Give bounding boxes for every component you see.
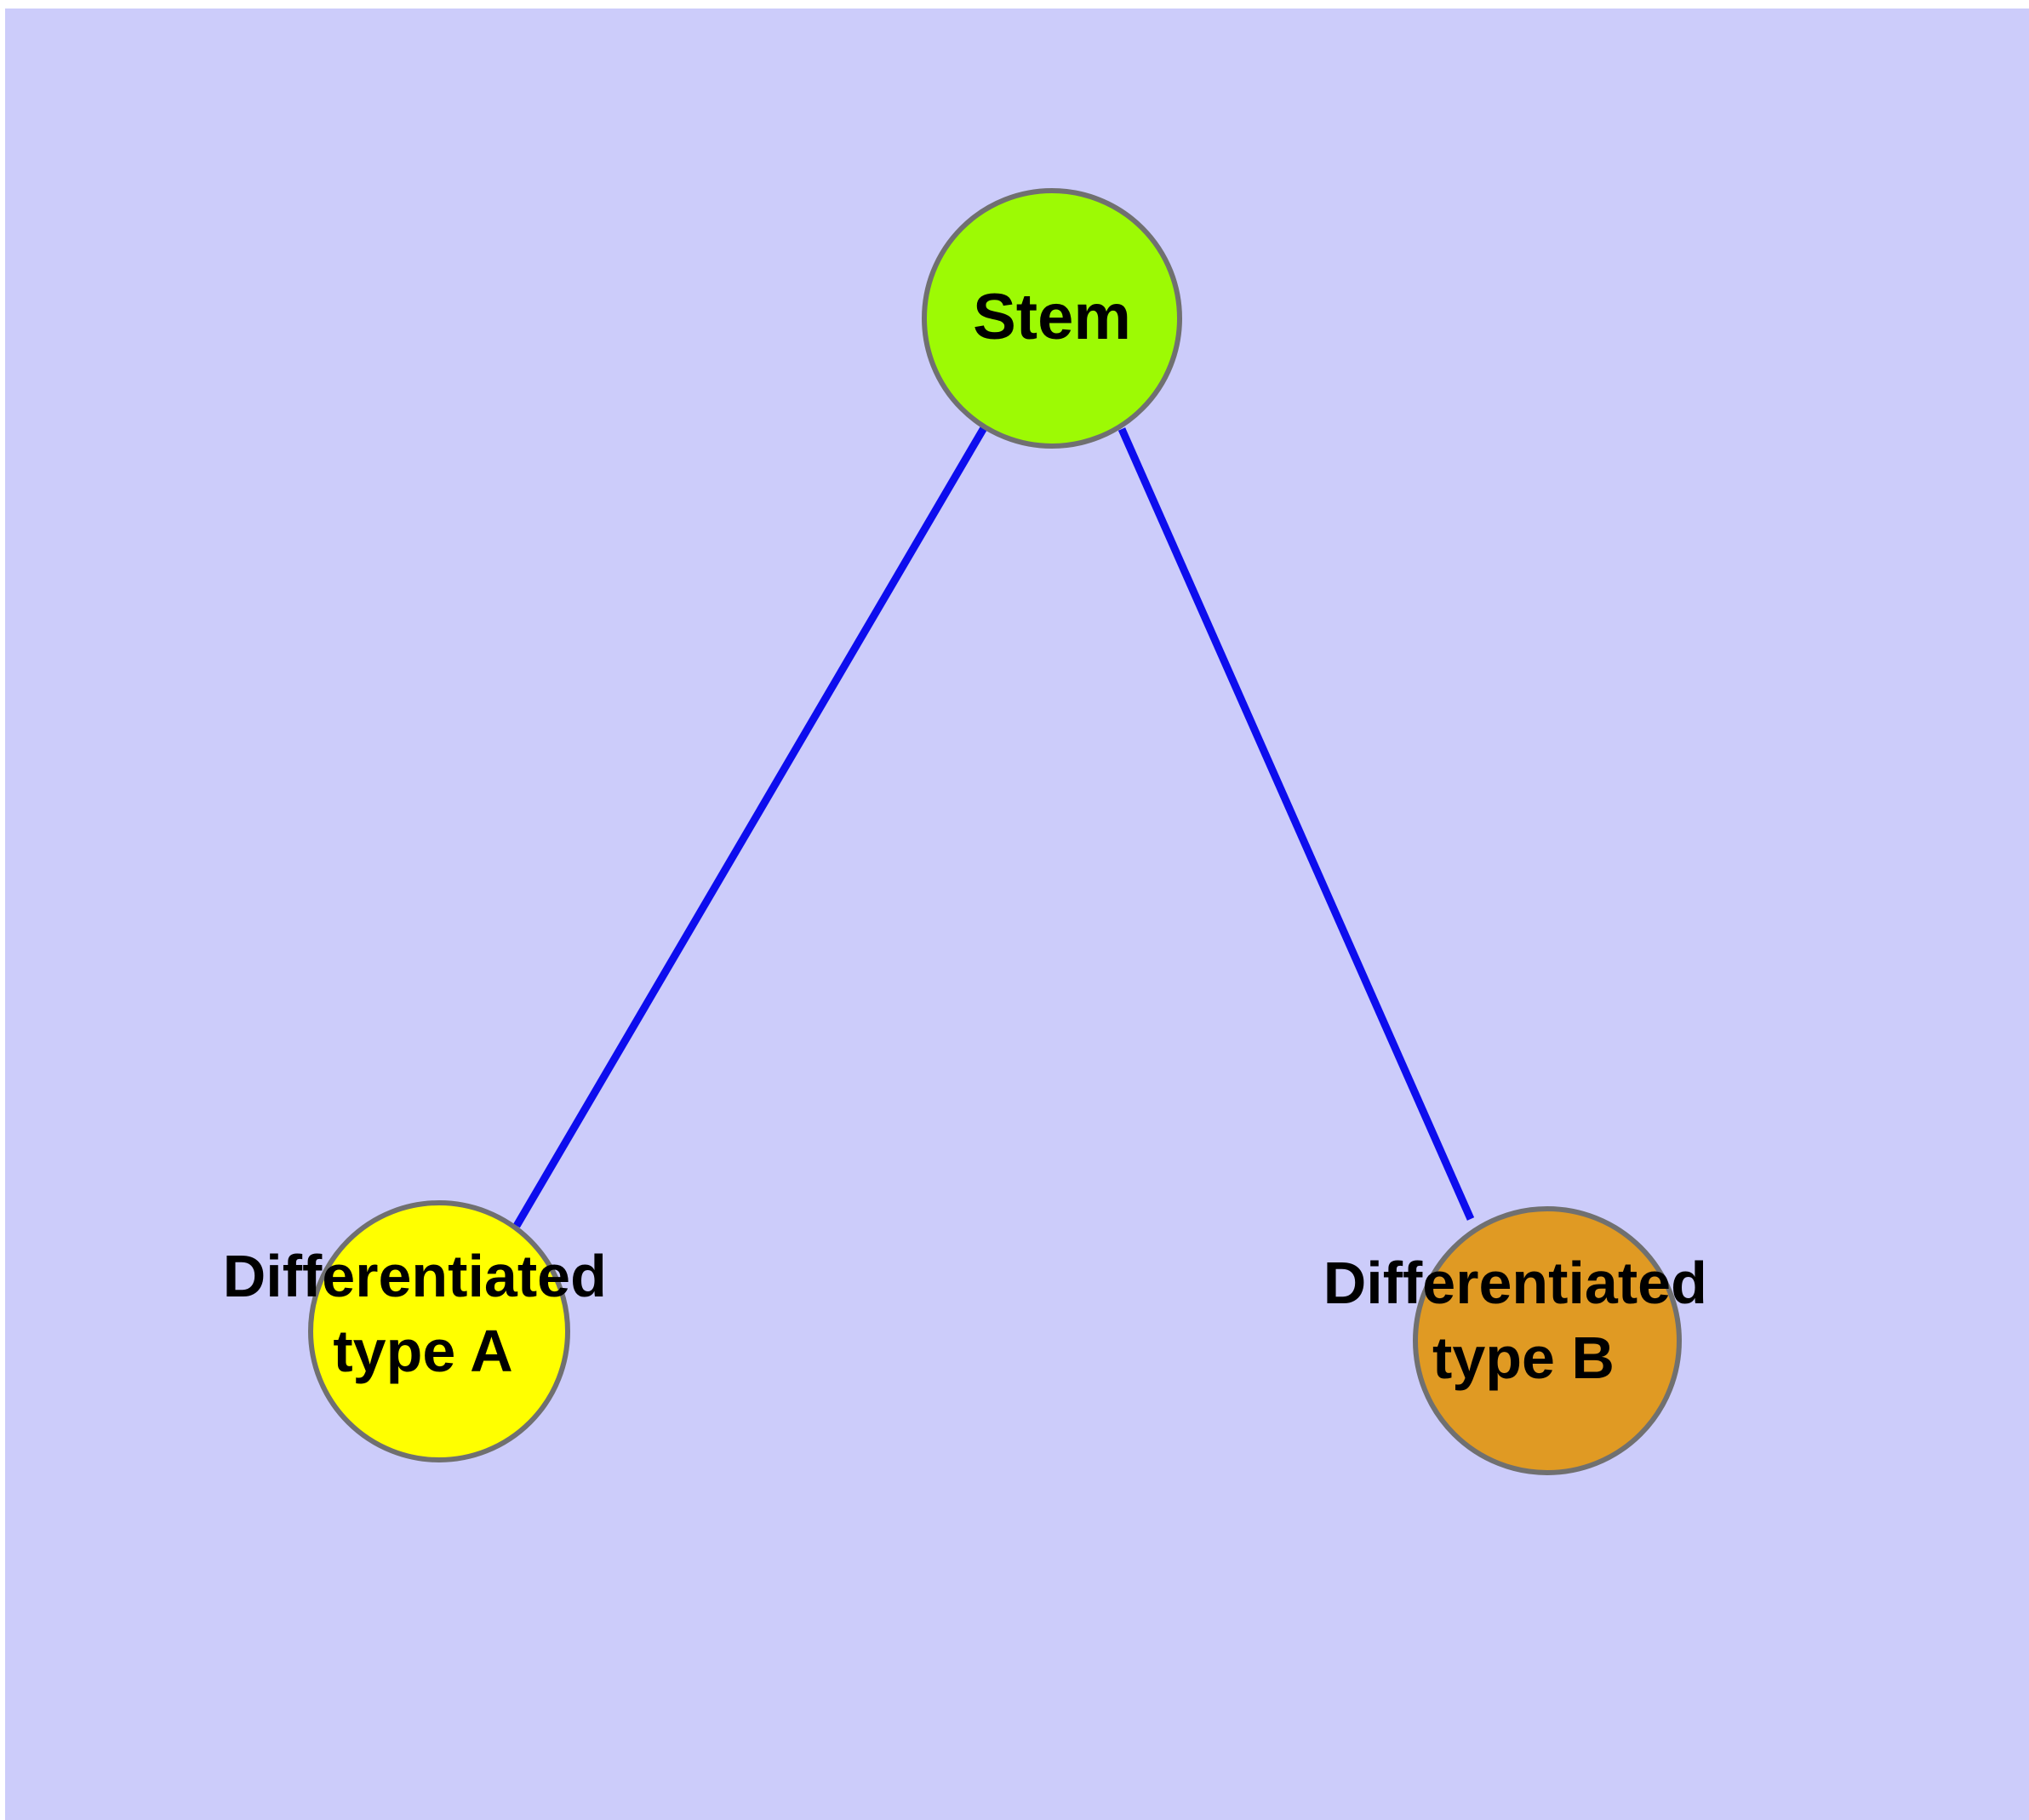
edge-stem-to-differentiated-type-a[interactable] (513, 424, 988, 1228)
node-differentiated-type-a[interactable] (308, 1200, 570, 1462)
node-label-b-line1: Differentiated (1323, 1250, 1707, 1316)
edge-stem-to-differentiated-type-b[interactable] (1117, 427, 1475, 1221)
node-label-a-line1: Differentiated (223, 1243, 607, 1309)
node-label-a-line2: type A (333, 1318, 512, 1384)
node-label-stem: Stem (973, 281, 1131, 353)
label-group: Differentiated type A Differentiated typ… (223, 281, 1724, 1391)
node-label-differentiated-type-b: Differentiated type B (1323, 1250, 1724, 1391)
node-label-differentiated-type-a: Differentiated type A (223, 1243, 624, 1384)
node-label-b-line2: type B (1432, 1325, 1615, 1391)
edge-group (513, 424, 1475, 1228)
node-differentiated-type-b[interactable] (1413, 1206, 1682, 1475)
node-stem[interactable] (922, 188, 1182, 449)
node-group (308, 188, 1682, 1475)
